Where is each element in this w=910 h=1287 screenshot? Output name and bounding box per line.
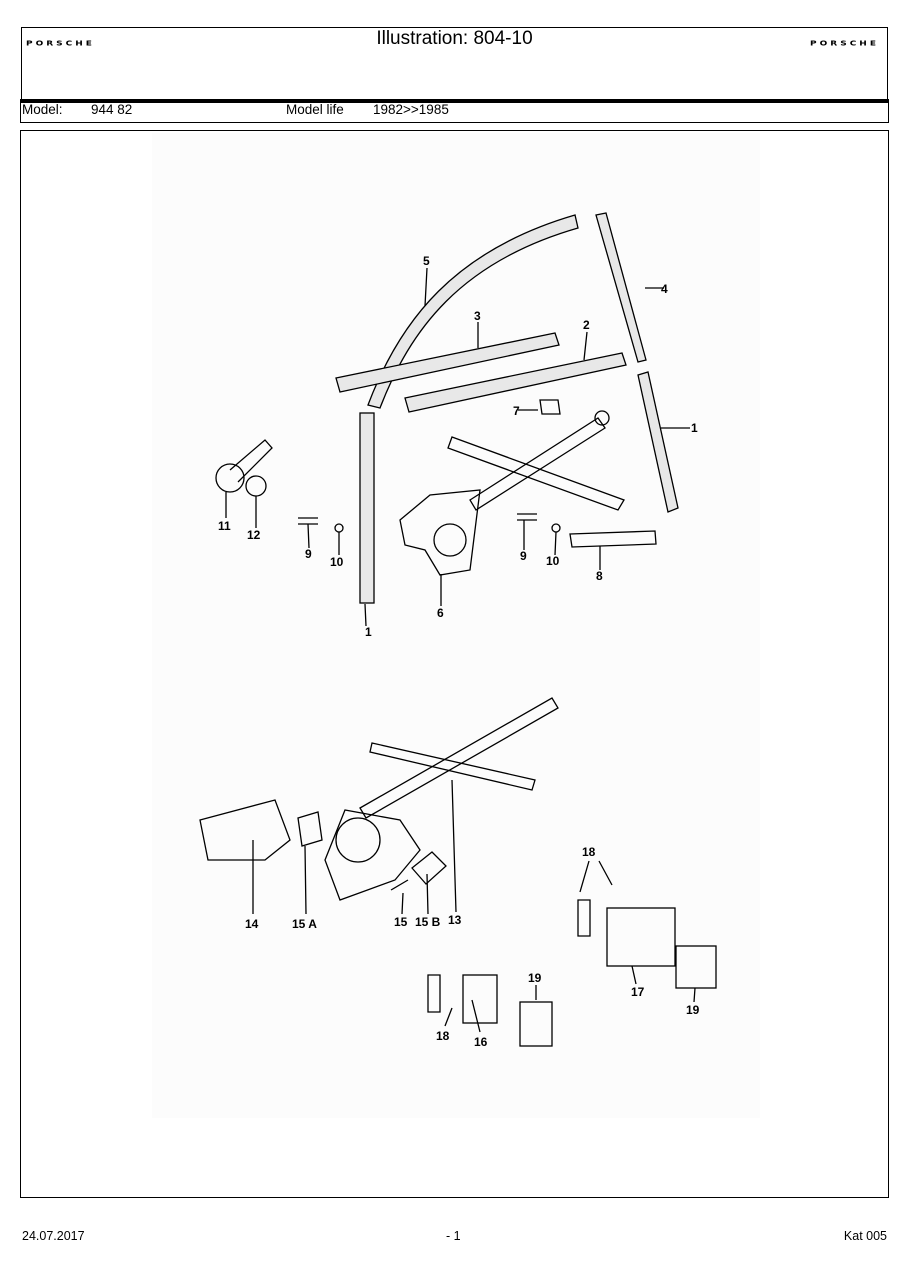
callout-4: 4: [661, 282, 668, 296]
header-box: PORSCHE Illustration: 804-10 PORSCHE: [21, 27, 888, 100]
bolt-15: [390, 879, 409, 891]
footer-catalog: Kat 005: [843, 1229, 887, 1243]
model-life-value: 1982>>1985: [373, 102, 449, 117]
footer-date: 24.07.2017: [22, 1229, 85, 1243]
motor-14: [199, 799, 291, 861]
lower-regulator-plate: [324, 809, 421, 901]
seal-strip-3: [335, 332, 560, 393]
callout-19-left: 19: [528, 971, 542, 985]
porsche-logo-left: PORSCHE: [26, 40, 95, 48]
switch-frame-17: [606, 907, 676, 967]
callout-15b: 15 B: [415, 915, 441, 929]
callout-3: 3: [474, 309, 481, 323]
guide-rail-vertical: [359, 412, 375, 604]
callout-5: 5: [423, 254, 430, 268]
callout-13: 13: [448, 913, 462, 927]
header-divider: [20, 99, 889, 103]
callout-15: 15: [394, 915, 408, 929]
illustration-title: Illustration: 804-10: [376, 28, 533, 49]
callout-6: 6: [437, 606, 444, 620]
callout-16: 16: [474, 1035, 488, 1049]
clip-18-left: [427, 974, 441, 1013]
switch-frame-16: [462, 974, 498, 1024]
seal-strip-2: [404, 352, 627, 413]
callout-2: 2: [583, 318, 590, 332]
crank-handle: [229, 439, 273, 483]
porsche-logo-right: PORSCHE: [810, 40, 879, 48]
bolt-9-left: [298, 517, 318, 525]
footer-page: - 1: [446, 1229, 461, 1243]
gear-13: [335, 817, 381, 863]
model-label: Model:: [22, 102, 63, 117]
callout-12: 12: [247, 528, 261, 542]
crank-11: [215, 463, 245, 493]
callout-1-right: 1: [691, 421, 698, 435]
slide-rail-8: [569, 530, 657, 548]
callout-9-left: 9: [305, 547, 312, 561]
bracket-15b: [411, 851, 447, 885]
callout-10-right: 10: [546, 554, 560, 568]
regulator-arm-a: [447, 436, 625, 511]
callout-8: 8: [596, 569, 603, 583]
callout-19-right: 19: [686, 1003, 700, 1017]
escutcheon-12: [245, 475, 267, 497]
callout-18-upper: 18: [582, 845, 596, 859]
regulator-hole: [433, 523, 467, 557]
lower-arm-a: [369, 742, 536, 791]
bracket-15a: [297, 811, 323, 847]
illustration-frame: [20, 130, 889, 1198]
window-channel-curved: [367, 214, 579, 409]
callout-11: 11: [218, 519, 231, 533]
guide-rail-right: [637, 371, 679, 513]
model-life-label: Model life: [286, 102, 344, 117]
parts-diagram-background: [152, 133, 760, 1118]
callout-7: 7: [513, 404, 520, 418]
callout-14: 14: [245, 917, 259, 931]
callout-10-left: 10: [330, 555, 344, 569]
rear-channel-upper: [595, 212, 647, 363]
bolt-9-right: [517, 513, 537, 521]
model-value: 944 82: [91, 102, 133, 117]
switch-19-right: [675, 945, 717, 989]
regulator-arm-b: [469, 417, 606, 511]
model-row: Model: 944 82 Model life 1982>>1985: [20, 102, 889, 123]
callout-18-lower: 18: [436, 1029, 450, 1043]
clip-7: [539, 399, 561, 415]
lower-arm-b: [359, 697, 559, 819]
washer-10-left: [334, 523, 344, 533]
regulator-plate-6: [399, 489, 481, 576]
callout-17: 17: [631, 985, 645, 999]
callout-9-right: 9: [520, 549, 527, 563]
callout-1-vertical: 1: [365, 625, 372, 639]
clip-18-right: [577, 899, 591, 937]
arm-pivot: [594, 410, 610, 426]
switch-19-left: [519, 1001, 553, 1047]
callout-15a: 15 A: [292, 917, 317, 931]
washer-10-right: [551, 523, 561, 533]
